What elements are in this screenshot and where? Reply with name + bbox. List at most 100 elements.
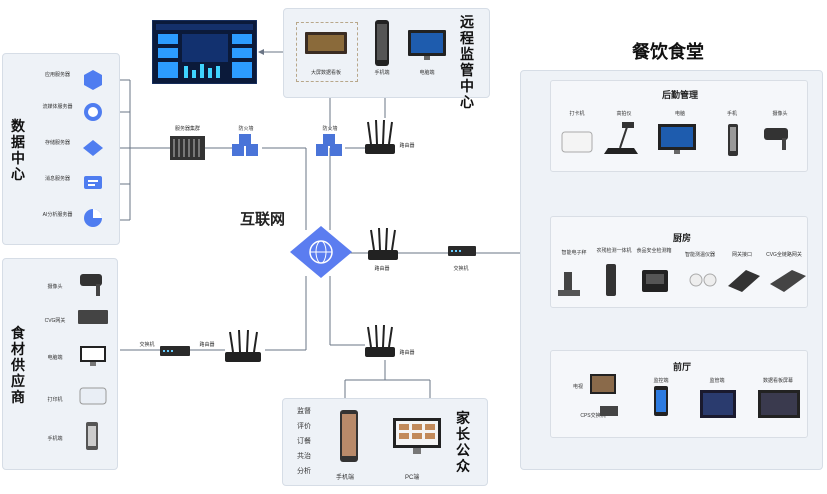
front-item-2: CPS交换机 [580, 413, 606, 419]
router-icon-mid [368, 228, 398, 260]
phone-icon [728, 124, 738, 156]
kitchen-title: 厨房 [672, 233, 691, 243]
desktop-monitor-icon [408, 30, 446, 60]
data-center-title: 数据中心 [11, 118, 25, 182]
dc-item-0: 应用服务器 [44, 72, 70, 78]
backoffice-item-3: 手机 [726, 111, 737, 117]
thermometer-icon [689, 273, 717, 287]
pesticide-detector-icon [606, 264, 616, 296]
function-item: 订餐 [297, 438, 311, 445]
parents-functions: 监督 评价 订餐 共治 分析 [297, 404, 311, 479]
parents-device-0: 手机端 [336, 475, 355, 481]
phone-icon [86, 422, 98, 450]
cps-switch-icon [600, 406, 618, 416]
server-cluster-icon [170, 136, 205, 160]
front-title: 前厅 [672, 362, 691, 372]
supplier-item-0: 摄像头 [47, 284, 63, 290]
supervision-screen-icon [700, 390, 736, 418]
router-icon-top [365, 120, 395, 154]
dc-item-1: 流媒体服务器 [42, 104, 73, 110]
parents-pc-icon [393, 418, 441, 454]
dashboard-monitor-icon [305, 32, 347, 54]
big-screen-dashboard-image [152, 20, 257, 84]
remote-item-desktop: 电脑端 [419, 70, 435, 76]
supplier-item-4: 手机端 [47, 436, 63, 442]
dc-item-3: 消息服务器 [44, 176, 70, 182]
kitchen-item-0: 智能电子秤 [561, 250, 587, 256]
function-item: 分析 [297, 468, 311, 475]
front-item-4: 数据看板屏幕 [762, 378, 793, 384]
cvg-gateway-icon [770, 270, 806, 292]
diamond-icon [83, 140, 103, 156]
parents-title: 家长公众 [456, 410, 470, 474]
message-icon [84, 176, 102, 189]
supplier-icons [78, 274, 108, 450]
firewall-label-right: 防火墙 [322, 126, 338, 132]
supplier-item-1: CVG网关 [44, 318, 66, 324]
canteen-title: 餐饮食堂 [632, 42, 704, 62]
dashboard-frame [296, 22, 358, 82]
backoffice-item-0: 打卡机 [569, 111, 585, 117]
backoffice-title: 后勤管理 [661, 90, 698, 100]
router-icon-left [225, 330, 261, 362]
backoffice-item-4: 摄像头 [772, 111, 788, 117]
supplier-item-2: 电脑端 [47, 355, 63, 361]
dashboard-screen-icon [758, 390, 800, 418]
switch-icon-left [160, 346, 190, 356]
scanner-icon [604, 122, 638, 154]
tv-icon [590, 374, 616, 394]
remote-item-dashboard: 大屏数据看板 [310, 70, 341, 76]
switch-label-left: 交换机 [139, 342, 155, 348]
router-icon-bottom [365, 325, 395, 357]
backoffice-item-1: 高拍仪 [616, 111, 632, 117]
remote-item-mobile: 手机端 [374, 70, 390, 76]
parents-device-1: PC端 [405, 475, 420, 481]
kitchen-panel [550, 216, 808, 308]
front-item-3: 监管端 [709, 378, 725, 384]
supplier-item-3: 打印机 [47, 397, 63, 403]
dc-item-4: AI分析服务器 [42, 212, 73, 218]
function-item: 监督 [297, 408, 311, 415]
front-item-1: 监控端 [653, 378, 669, 384]
router-label-mid: 路由器 [374, 266, 390, 272]
switch-icon-mid [448, 246, 476, 256]
camera-icon [764, 128, 788, 150]
remote-title: 远程监管中心 [460, 14, 474, 110]
firewall-icon-right [316, 134, 342, 156]
firewall-label-left: 防火墙 [238, 126, 254, 132]
router-label-top: 路由器 [399, 143, 415, 149]
function-item: 共治 [297, 453, 311, 460]
scale-icon [558, 272, 580, 296]
server-cluster-label: 服务器集群 [174, 126, 200, 132]
food-test-box-icon [642, 270, 668, 292]
internet-label: 互联网 [240, 211, 286, 228]
kitchen-item-3: 智能测温仪器 [684, 252, 715, 258]
gateway-icon [78, 310, 108, 324]
kitchen-icons [558, 264, 806, 296]
parents-phone-icon [340, 410, 358, 462]
internet-hub-icon [290, 226, 352, 278]
dc-item-2: 存储服务器 [44, 140, 70, 146]
router-label-bottom: 路由器 [399, 350, 415, 356]
backoffice-item-2: 电脑 [674, 111, 685, 117]
function-item: 评价 [297, 423, 311, 430]
printer-icon [79, 387, 107, 405]
computer-icon [658, 124, 696, 154]
camera-icon [80, 274, 102, 296]
kitchen-item-5: CVG全链路网关 [766, 252, 802, 258]
mobile-phone-icon [375, 20, 389, 66]
data-center-icons [83, 70, 103, 227]
cube-icon [84, 70, 102, 90]
front-icons [590, 374, 800, 418]
kitchen-item-2: 食品安全检测箱 [636, 248, 672, 254]
kitchen-item-1: 农残检测一体机 [596, 248, 632, 254]
switch-label-mid: 交换机 [453, 266, 469, 272]
monitor-phone-icon [654, 386, 668, 416]
punch-machine-icon [561, 131, 593, 153]
supplier-title: 食材供应商 [11, 325, 25, 405]
router-label-left: 路由器 [199, 342, 215, 348]
gateway-icon [728, 270, 760, 292]
desktop-icon [80, 346, 106, 366]
backoffice-icons [561, 122, 788, 156]
